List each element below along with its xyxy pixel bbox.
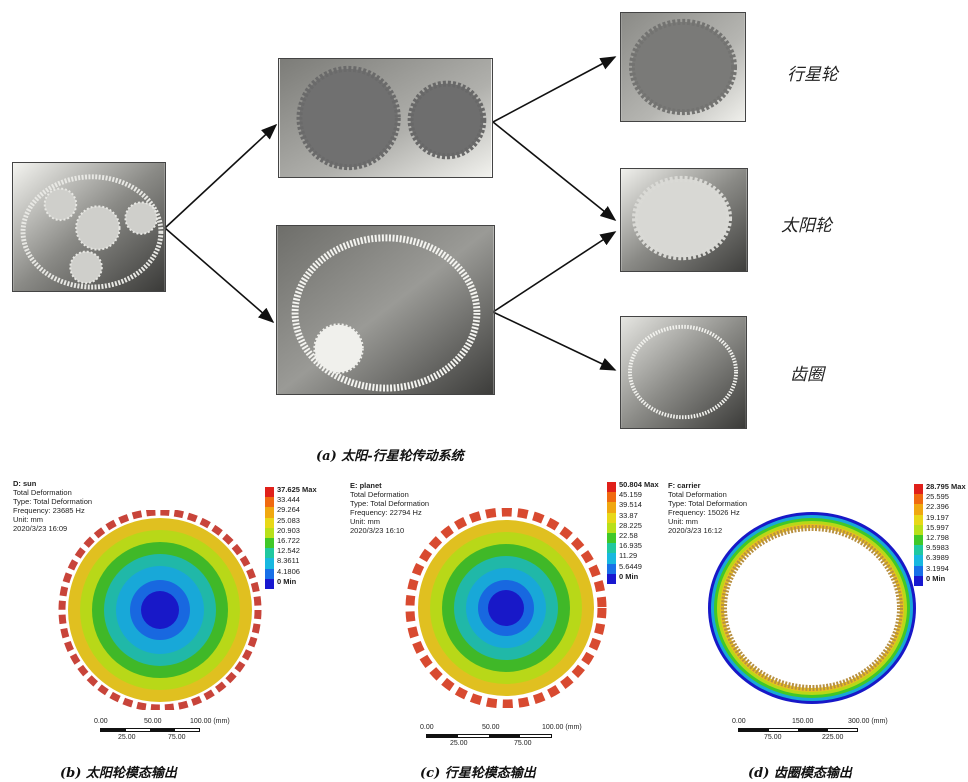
arrow-ring-to-ringgear bbox=[492, 311, 617, 371]
scale-sun: 0.00 50.00 100.00 (mm) 25.00 75.00 bbox=[94, 718, 230, 741]
legend-swatch bbox=[265, 578, 274, 589]
sun-gear-image bbox=[620, 168, 748, 272]
arrow-pair-to-sun bbox=[492, 121, 617, 222]
legend-swatch bbox=[265, 497, 274, 508]
legend-swatch bbox=[265, 537, 274, 549]
caption-a: (a) 太阳-行星轮传动系统 bbox=[316, 449, 464, 464]
caption-b: (b) 太阳轮模态输出 bbox=[60, 766, 177, 781]
sun-deformation-plot bbox=[58, 510, 262, 710]
legend-colorbar bbox=[265, 487, 274, 589]
arrow-pair-to-planet bbox=[492, 56, 617, 123]
ring-deformation-plot bbox=[708, 512, 916, 704]
legend-swatch bbox=[265, 507, 274, 518]
scale-carrier: 0.00 150.00 300.00 (mm) 75.00 225.00 bbox=[732, 718, 888, 741]
legend-swatch bbox=[265, 568, 274, 579]
legend-swatch bbox=[265, 548, 274, 559]
planetary-system-image bbox=[12, 162, 166, 292]
ring-planet-image bbox=[276, 225, 495, 395]
label-planet-gear: 行星轮 bbox=[787, 65, 838, 85]
caption-c: (c) 行星轮模态输出 bbox=[420, 766, 536, 781]
label-ring-gear: 齿圈 bbox=[790, 365, 824, 385]
arrows-layer bbox=[164, 56, 617, 371]
arrow-system-to-ring bbox=[164, 227, 275, 324]
arrow-ring-to-sun bbox=[492, 231, 617, 313]
ring-gear-image bbox=[620, 316, 747, 429]
info-carrier: F: carrier Total Deformation Type: Total… bbox=[668, 481, 748, 535]
arrow-system-to-pair bbox=[164, 123, 278, 229]
planet-gear-image bbox=[620, 12, 746, 122]
label-sun-gear: 太阳轮 bbox=[781, 216, 832, 236]
caption-d: (d) 齿圈模态输出 bbox=[748, 766, 852, 781]
info-sun: D: sun Total Deformation Type: Total Def… bbox=[13, 479, 93, 533]
legend-swatch bbox=[265, 487, 274, 498]
info-planet: E: planet Total Deformation Type: Total … bbox=[350, 481, 430, 535]
gear-pair-image bbox=[278, 58, 493, 178]
scale-planet: 0.00 50.00 100.00 (mm) 25.00 75.00 bbox=[420, 724, 582, 747]
legend-swatch bbox=[265, 558, 274, 569]
legend-swatch bbox=[265, 527, 274, 538]
legend-swatch bbox=[265, 517, 274, 528]
planet-deformation-plot bbox=[405, 508, 607, 708]
